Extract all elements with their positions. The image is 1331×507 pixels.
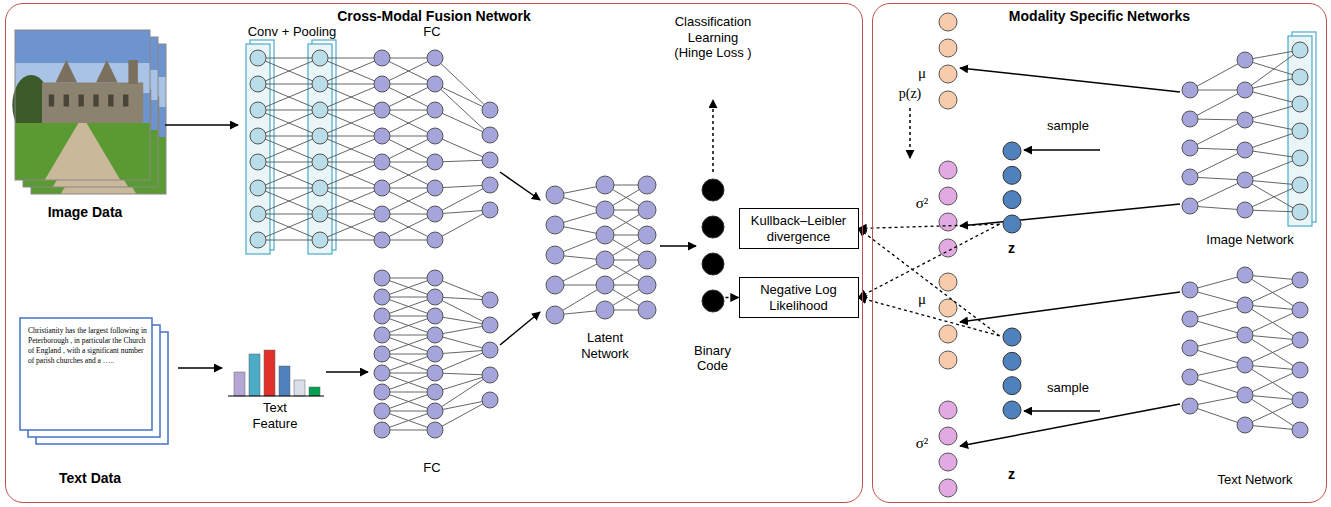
histogram-bar [294,380,305,396]
layer-label: Conv + Pooling [232,24,352,40]
loss-label: Kullback–Leibler divergence [746,213,852,244]
loss-box: Negative Log Likelihood [739,277,859,318]
sample-arrow [1024,149,1100,151]
text-page [20,318,152,430]
flow-arrow [960,292,1180,322]
binary-code: Binary Code [700,178,726,313]
histogram-axis [228,395,324,396]
latent-z: z [1000,327,1024,420]
flow-arrow [960,68,1180,92]
neuron-dots [1000,327,1024,420]
network-label: Text Network [1195,472,1315,488]
dashed-connector [859,224,1000,228]
prior-label: p(z) [885,86,935,103]
document-text: Christianity has the largest following i… [28,326,148,367]
flow-arrow [909,108,911,158]
dashed-connector [859,298,1000,336]
variable-label: z [997,466,1027,483]
latent-z: z [1000,141,1024,234]
dashed-connector [859,229,1000,336]
flow-arrow [178,367,222,369]
histogram-bar [234,372,245,396]
photo [12,30,150,180]
variable-label: μ [907,290,937,308]
histogram-bar [264,350,275,396]
flow-arrow [165,124,238,126]
flow-arrow [500,312,540,345]
loss-box: Kullback–Leibler divergence [739,208,859,249]
neuron-dots [1000,141,1024,234]
layer-label: FC [402,24,462,40]
network-label: Latent Network [572,330,638,361]
mu-column [939,273,957,369]
flow-arrow [960,204,1180,226]
image-cnn [246,40,498,254]
sample-label: sample [1028,118,1108,134]
flow-arrow [326,371,368,373]
loss-label: Negative Log Likelihood [746,282,852,313]
input-label: Text Data [30,470,150,487]
variable-label: μ [907,64,937,82]
variable-label: z [997,240,1027,257]
flow-arrow [960,404,1180,446]
feature-label: Text Feature [244,400,306,431]
layer-label: FC [402,460,462,476]
sigma-column [939,401,957,497]
flow-arrow [500,172,540,200]
variable-label: σ² [907,434,937,452]
input-label: Image Data [25,204,145,221]
flow-arrow [712,100,714,172]
code-label: Binary Code [683,343,743,374]
dashed-connector [726,297,739,298]
network-label: Image Network [1190,232,1310,248]
panel-frame: Cross-Modal Fusion NetworkBinary CodeKul… [5,3,863,503]
sample-arrow [1024,410,1100,412]
panel-title: Modality Specific Networks [873,4,1326,24]
sample-label: sample [1028,380,1108,396]
mu-column [939,13,957,109]
sigma-column [939,161,957,257]
flow-arrow [660,245,696,247]
variable-label: σ² [907,194,937,212]
text-network [1182,267,1308,438]
objective-label: Classification Learning (Hinge Loss ) [669,14,757,61]
histogram-bar [279,366,290,396]
text-mlp [374,270,498,438]
panel-frame: Modality Specific Networkszz [872,3,1327,503]
latent-network [546,176,656,324]
histogram-bar [309,387,320,396]
neuron-dots [700,178,726,313]
image-network [1182,32,1316,226]
histogram-bar [249,354,260,396]
dashed-connector [859,224,1000,297]
